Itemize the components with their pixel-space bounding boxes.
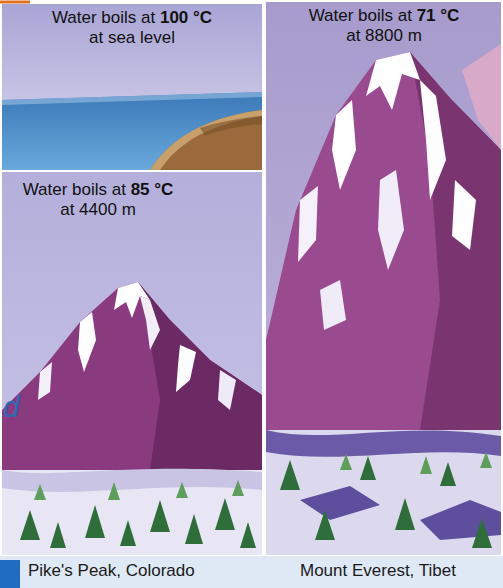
scene-panel: Water boils at 100 °C at sea level [2,0,262,170]
pikes-peak-scene [2,172,262,555]
scene-panel: Water boils at 71 °C at 8800 mMount Ever… [266,0,501,555]
caption-bar [0,556,503,588]
text-fragment: d [3,392,20,422]
blue-marker [0,560,20,588]
orange-rule [0,1,30,4]
boiling-point-label: Water boils at 100 °C at sea level [48,8,216,48]
boiling-point-label: Water boils at 71 °C at 8800 m [300,6,468,46]
location-caption: Pike's Peak, Colorado [28,561,195,581]
scene-panel: Water boils at 85 °C at 4400 mPike's Pea… [2,172,262,555]
everest-scene [266,2,501,555]
boiling-point-label: Water boils at 85 °C at 4400 m [14,180,182,220]
location-caption: Mount Everest, Tibet [300,561,456,581]
sea-level-scene [2,4,262,170]
